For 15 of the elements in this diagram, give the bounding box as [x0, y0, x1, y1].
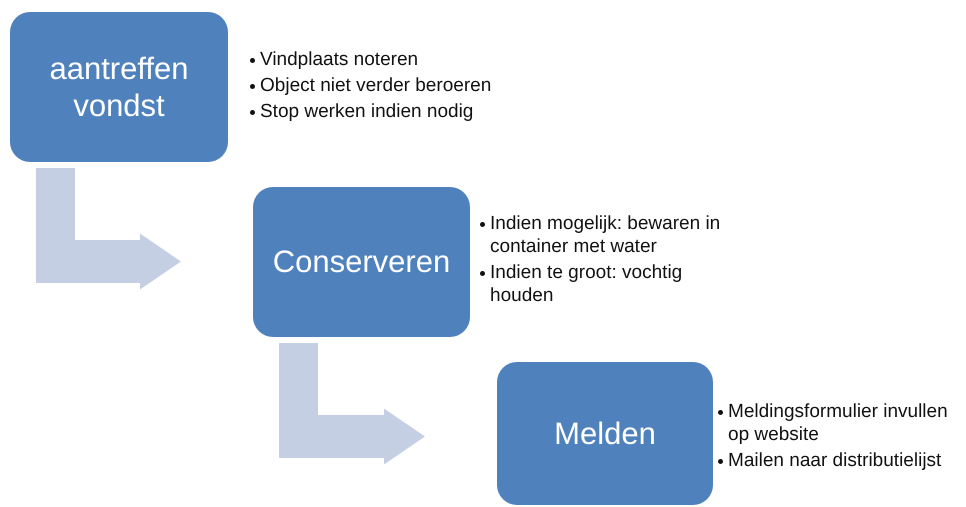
process-box [10, 12, 228, 162]
process-box [253, 187, 470, 337]
bullet-item: Vindplaats noteren [260, 48, 418, 71]
process-box [497, 362, 713, 505]
box-label: Conserveren [272, 243, 452, 281]
bullet-item: Meldingsformulier invullen op website [728, 400, 949, 446]
bullet-item: Stop werken indien nodig [260, 100, 474, 123]
bullet-item: Mailen naar distributielijst [728, 449, 942, 472]
bent-arrow [36, 168, 181, 290]
bullet-item: Object niet verder beroeren [260, 74, 492, 97]
bullet-item: Indien te groot: vochtig houden [490, 261, 684, 307]
box-label: Melden [553, 414, 657, 452]
box-label: aantreffen vondst [48, 50, 190, 124]
bent-arrow [279, 343, 425, 464]
bullet-item: Indien mogelijk: bewaren in container met water [490, 212, 722, 258]
